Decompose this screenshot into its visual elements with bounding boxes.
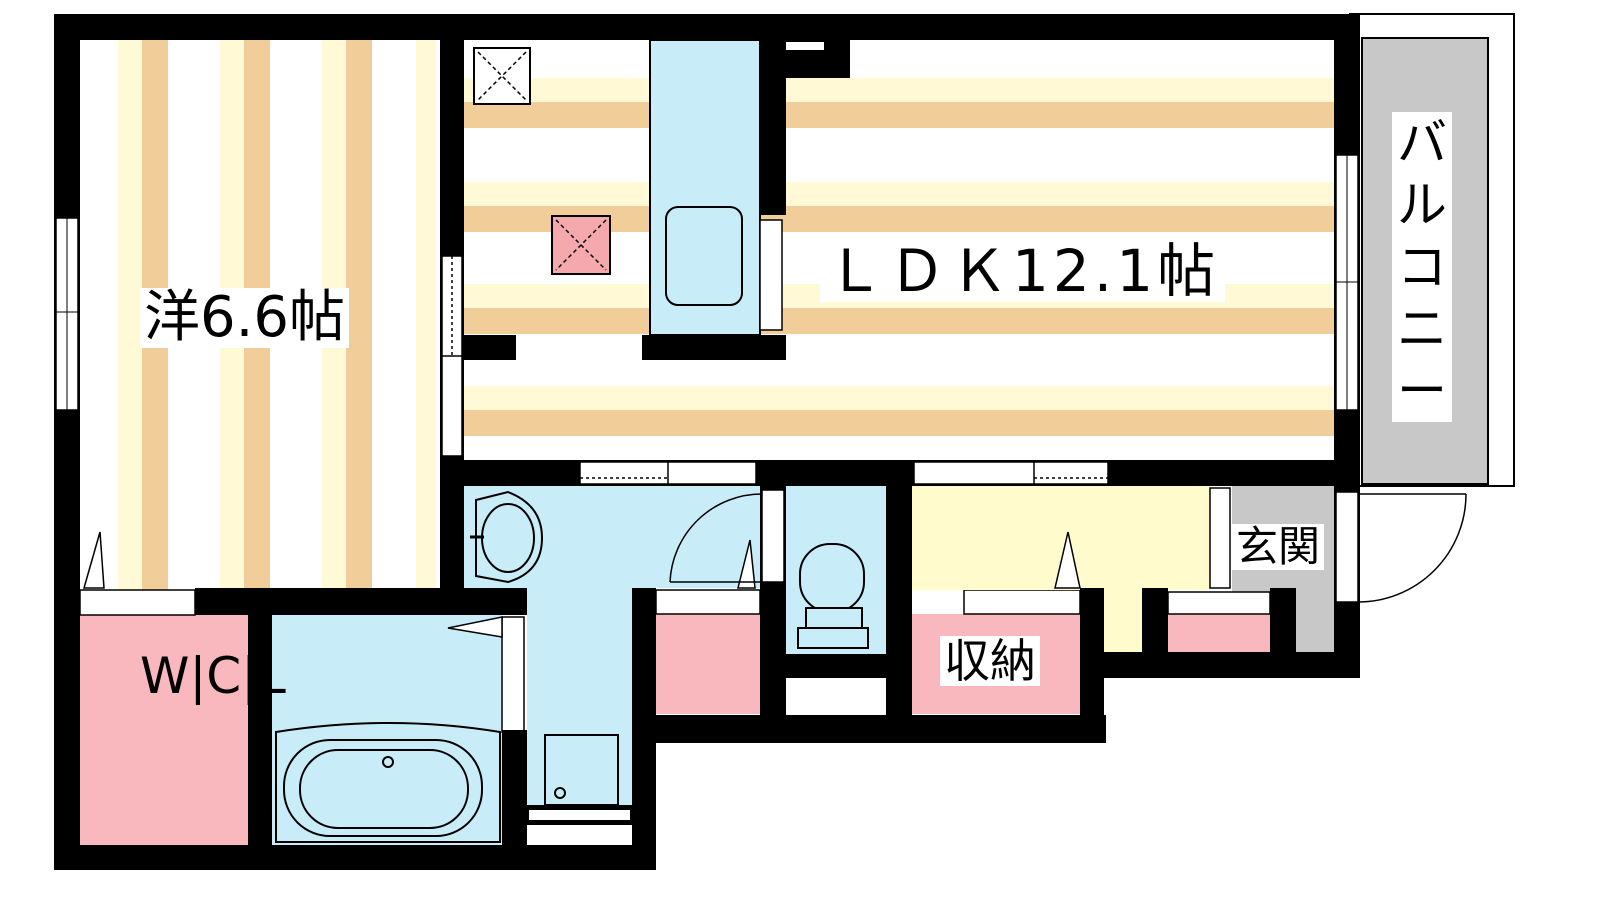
washing-machine-icon [544, 734, 619, 806]
ceiling-vent-icon [473, 47, 531, 105]
toilet-door-swing [669, 489, 785, 583]
bathtub-icon [275, 722, 501, 843]
balcony-label: バルコニー [1392, 112, 1452, 422]
wash-basin-icon [470, 490, 544, 584]
entrance-door-swing [1335, 491, 1467, 603]
kitchen-counter [649, 39, 783, 336]
toilet-icon [797, 543, 869, 649]
wic-floor [79, 531, 248, 845]
ldk-label: ＬＤＫ12.1帖 [820, 240, 1226, 302]
window-balcony [1335, 154, 1359, 411]
sliding-door-interior [441, 255, 463, 457]
entrance-label: 玄関 [1232, 524, 1325, 570]
sliding-door-washroom [579, 461, 757, 485]
storage-label: 収納 [940, 636, 1040, 686]
shoe-closet-floor [655, 539, 761, 714]
western-room-label: 洋6.6帖 [140, 288, 350, 348]
bathroom-door [447, 616, 525, 733]
shoe-box-floor [1167, 591, 1271, 652]
wall-openings [529, 42, 884, 820]
hallway-floor [912, 486, 1210, 652]
window-west [55, 217, 79, 411]
range-hood-vent-icon [551, 215, 611, 275]
wic-label: W|C|L [140, 645, 286, 707]
sliding-door-hall [913, 461, 1109, 485]
